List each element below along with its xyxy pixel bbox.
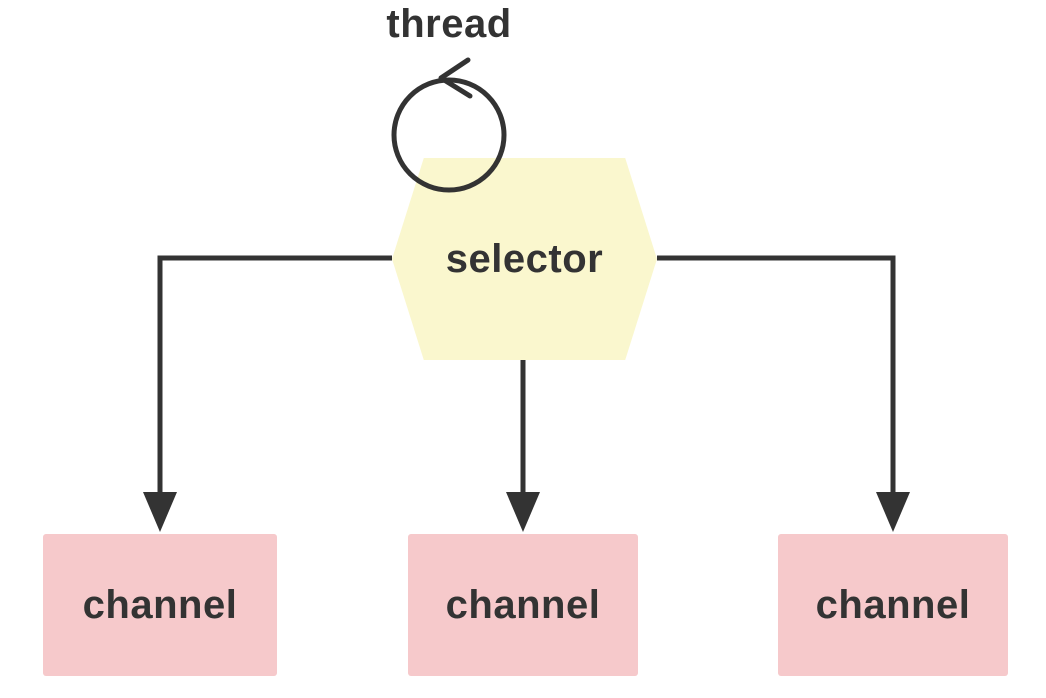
channel-node-1: channel [43,534,277,676]
channel-node-3: channel [778,534,1008,676]
selector-label: selector [445,236,604,281]
channel-label-3: channel [815,582,971,627]
selector-node: selector [392,158,657,360]
loop-circle [391,77,507,193]
connector-middle [506,360,540,532]
channel-node-2: channel [408,534,638,676]
connector-left-arrowhead-icon [143,492,177,532]
thread-label: thread [386,2,512,46]
loop-arrowhead [438,57,473,99]
connector-middle-arrowhead-icon [506,492,540,532]
connector-right-arrowhead-icon [876,492,910,532]
connector-right [657,255,910,532]
channel-label-2: channel [445,582,601,627]
connector-left [143,255,392,532]
connector-right-line [657,255,896,494]
loop-arrow-icon [391,57,507,193]
channel-label-1: channel [82,582,238,627]
connector-left-line [157,255,392,494]
